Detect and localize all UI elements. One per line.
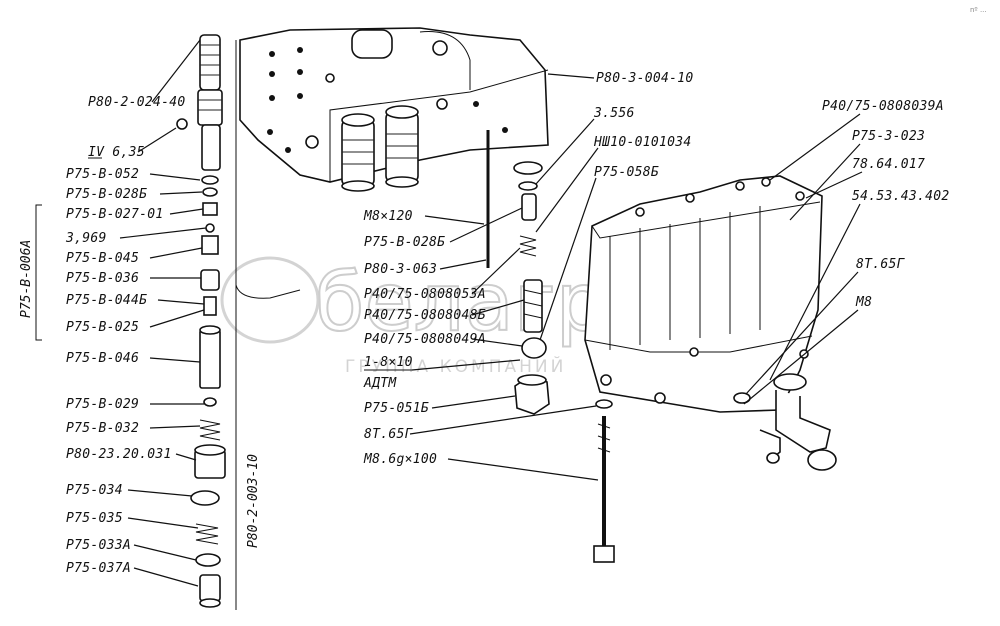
label-right-5: М8 (855, 295, 872, 310)
label-top-0: Р80-3-004-10 (596, 71, 694, 86)
label-right-1: Р75-3-023 (852, 129, 925, 144)
label-left-9: Р75-В-025 (66, 320, 139, 335)
label-center-3: Р40/75-0808053А (364, 287, 486, 302)
label-left-8: Р75-В-044Б (66, 293, 147, 308)
label-left-3: Р75-В-028Б (66, 187, 147, 202)
center-parts (486, 130, 615, 563)
label-top-3: Р75-058Б (594, 165, 659, 180)
group-label: Р75-В-006А (19, 240, 34, 318)
label-center-8: Р75-051Б (364, 401, 429, 416)
label-left-16: Р75-033А (66, 538, 131, 553)
label-left-1: IV 6,35 (88, 145, 145, 160)
left-labels: Р80-2-024-40 IV 6,35 Р75-В-052 Р75-В-028… (65, 39, 207, 587)
watermark-logo-ring (220, 256, 320, 344)
group-bracket (35, 204, 42, 341)
label-left-10: Р75-В-046 (66, 351, 139, 366)
label-left-14: Р75-034 (66, 483, 123, 498)
label-center-7: АДТМ (363, 376, 397, 391)
label-center-4: Р40/75-0808048Б (364, 308, 486, 323)
label-center-1: Р75-В-028Б (364, 235, 445, 250)
label-left-17: Р75-037А (66, 561, 131, 576)
label-left-12: Р75-В-032 (66, 421, 139, 436)
label-left-6: Р75-В-045 (66, 251, 139, 266)
cover-assembly (584, 175, 837, 471)
label-left-7: Р75-В-036 (66, 271, 139, 286)
label-left-13: Р80-23.20.031 (66, 447, 172, 462)
label-top-2: НШ10-0101034 (593, 135, 692, 150)
label-center-9: 8Т.65Г (364, 427, 414, 442)
label-left-2: Р75-В-052 (66, 167, 139, 182)
label-left-15: Р75-035 (66, 511, 123, 526)
corner-mark: nº ... (970, 6, 987, 14)
label-right-0: Р40/75-0808039А (822, 99, 944, 114)
center-labels: М8×120 Р75-В-028Б Р80-3-063 Р40/75-08080… (363, 207, 599, 481)
label-center-2: Р80-3-063 (364, 262, 437, 277)
axis-label: Р80-2-003-10 (246, 454, 261, 548)
label-left-4: Р75-В-027-01 (66, 207, 164, 222)
label-right-4: 8Т.65Г (856, 257, 906, 272)
right-labels: Р40/75-0808039А Р75-3-023 78.64.017 54.5… (743, 99, 950, 405)
label-left-11: Р75-В-029 (66, 397, 139, 412)
label-right-3: 54.53.43.402 (852, 189, 950, 204)
label-center-10: М8.6g×100 (363, 452, 437, 467)
axis-link-curve (235, 284, 301, 299)
label-left-5: 3,969 (65, 231, 107, 246)
label-top-1: 3.556 (593, 106, 635, 121)
label-center-0: М8×120 (363, 209, 413, 224)
label-right-2: 78.64.017 (852, 157, 925, 172)
valve-body (239, 27, 549, 192)
label-left-0: Р80-2-024-40 (88, 95, 186, 110)
top-labels: Р80-3-004-10 3.556 НШ10-0101034 Р75-058Б (535, 71, 694, 341)
left-parts-stack (176, 34, 226, 608)
label-center-5: Р40/75-0808049А (364, 332, 486, 347)
label-center-6: 1-8×10 (364, 355, 413, 370)
